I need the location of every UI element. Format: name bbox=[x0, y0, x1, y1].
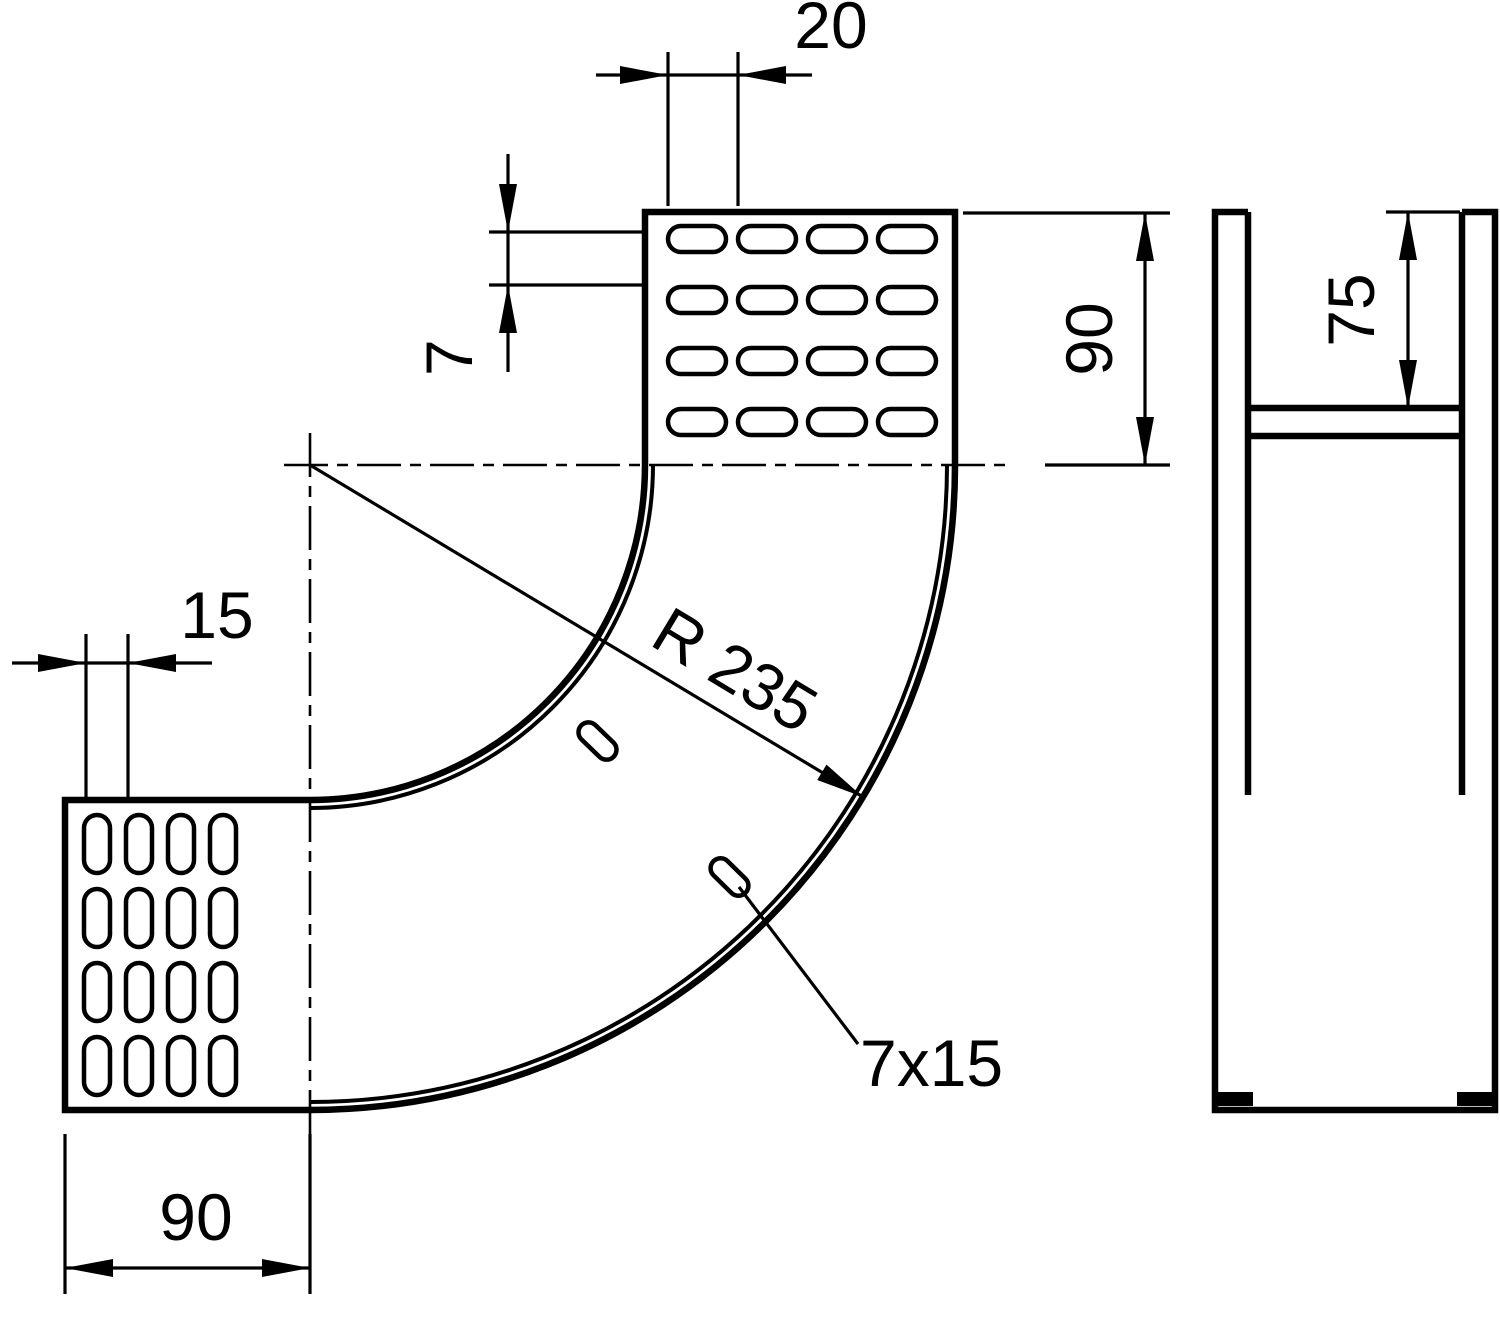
arrowhead-icon bbox=[1136, 417, 1154, 465]
bottom-rail-end-right bbox=[1457, 1092, 1493, 1106]
main-view bbox=[61, 208, 1012, 1164]
dimension-20: 20 bbox=[596, 0, 868, 206]
inner-arc-double bbox=[309, 464, 655, 810]
dim-label-90-upper: 90 bbox=[1052, 302, 1126, 375]
arrowhead-icon bbox=[262, 1259, 310, 1277]
slot-hole bbox=[168, 889, 194, 947]
dimension-15: 15 bbox=[12, 578, 254, 798]
slot-hole bbox=[668, 287, 726, 313]
left-flange-slots bbox=[84, 815, 236, 1095]
left-flange-outline bbox=[61, 796, 310, 1114]
slot-hole bbox=[738, 287, 796, 313]
slot-hole bbox=[84, 1037, 110, 1095]
slot-hole bbox=[878, 287, 936, 313]
arrowhead-icon bbox=[1399, 360, 1417, 408]
dim-label-7: 7 bbox=[412, 339, 486, 376]
slot-hole bbox=[668, 409, 726, 435]
dimension-90-lower: 90 bbox=[63, 1134, 312, 1294]
dim-label-75: 75 bbox=[1314, 273, 1388, 346]
slot-hole bbox=[808, 409, 866, 435]
arrowhead-icon bbox=[128, 654, 176, 672]
slot-hole bbox=[126, 889, 152, 947]
radius-line bbox=[309, 463, 864, 799]
side-view-contour bbox=[1211, 208, 1499, 1114]
dimension-7: 7 bbox=[412, 154, 645, 376]
arrowhead-icon bbox=[620, 66, 668, 84]
dim-label-slot-size: 7x15 bbox=[860, 1026, 1003, 1100]
dim-label-90-lower: 90 bbox=[159, 1180, 232, 1254]
slot-hole bbox=[808, 348, 866, 374]
slot-hole bbox=[210, 963, 236, 1021]
extension-lines bbox=[963, 211, 1170, 467]
extension-lines bbox=[489, 230, 645, 287]
arrowhead-icon bbox=[38, 654, 86, 672]
slot-hole bbox=[126, 815, 152, 873]
slot-hole bbox=[84, 889, 110, 947]
slot-hole bbox=[126, 963, 152, 1021]
slot-hole bbox=[84, 963, 110, 1021]
callout-slot-size: 7x15 bbox=[737, 886, 1003, 1100]
arrowhead-icon bbox=[1136, 213, 1154, 261]
slot-hole bbox=[738, 409, 796, 435]
slot-hole bbox=[168, 815, 194, 873]
slot-hole bbox=[808, 226, 866, 252]
extension-lines bbox=[666, 52, 740, 206]
arrowhead-icon bbox=[499, 285, 517, 333]
arrowhead-icon bbox=[499, 184, 517, 232]
extension-lines bbox=[84, 634, 130, 798]
curve-slot-hole bbox=[576, 720, 619, 762]
inner-arc bbox=[309, 464, 649, 804]
tray-bottom-edge bbox=[1248, 404, 1462, 440]
slot-hole bbox=[210, 815, 236, 873]
dim-label-20: 20 bbox=[794, 0, 867, 62]
slot-hole bbox=[210, 1037, 236, 1095]
dim-label-15: 15 bbox=[180, 578, 253, 652]
dimension-75: 75 bbox=[1314, 210, 1460, 408]
slot-hole bbox=[878, 348, 936, 374]
slot-hole bbox=[668, 226, 726, 252]
slot-hole bbox=[738, 226, 796, 252]
bottom-rail-end-left bbox=[1217, 1092, 1253, 1106]
slot-hole bbox=[210, 889, 236, 947]
dimension-90-upper: 90 bbox=[963, 211, 1170, 467]
upper-flange-outline bbox=[641, 208, 959, 465]
arrowhead-icon bbox=[1399, 212, 1417, 260]
slot-hole bbox=[878, 226, 936, 252]
slot-hole bbox=[168, 1037, 194, 1095]
arrowhead-icon bbox=[738, 66, 786, 84]
dim-label-radius: R 235 bbox=[641, 593, 830, 747]
leader-line bbox=[737, 886, 860, 1045]
slot-hole bbox=[668, 348, 726, 374]
slot-hole bbox=[808, 287, 866, 313]
slot-hole bbox=[126, 1037, 152, 1095]
dimensions: 20 7 90 75 bbox=[12, 0, 1460, 1294]
slot-hole bbox=[168, 963, 194, 1021]
arrowhead-icon bbox=[65, 1259, 113, 1277]
upper-flange-slots bbox=[668, 226, 936, 435]
side-view bbox=[1211, 208, 1499, 1114]
slot-hole bbox=[738, 348, 796, 374]
dimension-radius: R 235 bbox=[309, 463, 868, 805]
slot-hole bbox=[84, 815, 110, 873]
slot-hole bbox=[878, 409, 936, 435]
curve-slot-hole bbox=[708, 855, 751, 899]
